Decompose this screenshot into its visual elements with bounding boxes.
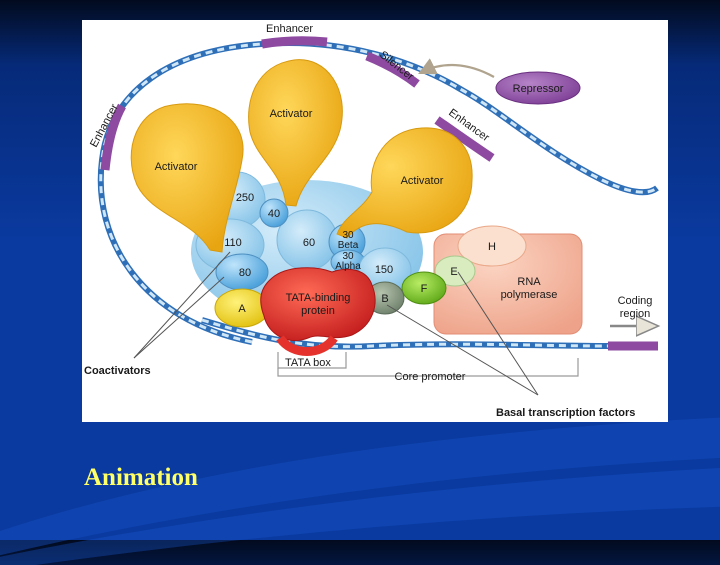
pointer-lines <box>133 251 539 396</box>
taf-30-beta-number: 30 <box>342 230 354 241</box>
coding-region-label-line1: Coding <box>618 295 653 307</box>
basal-factors-label: Basal transcription factors <box>496 407 635 419</box>
taf-150-label: 150 <box>375 264 393 276</box>
factor-h-label: H <box>488 241 496 253</box>
factor-b-label: B <box>381 293 388 305</box>
tata-box-label: TATA box <box>285 357 331 369</box>
rna-polymerase-label-line2: polymerase <box>501 289 558 301</box>
tbp-label-line2: protein <box>301 305 335 317</box>
taf-110-label: 110 <box>224 237 242 249</box>
taf-40-label: 40 <box>268 208 280 220</box>
activator-left <box>130 103 244 253</box>
taf-250-label: 250 <box>236 192 254 204</box>
activator-left-label: Activator <box>155 161 198 173</box>
coactivators-label: Coactivators <box>84 365 151 377</box>
taf-beta-label: Beta <box>338 240 359 251</box>
enhancer-top-label: Enhancer <box>266 23 313 35</box>
repressor-arrow <box>418 58 495 78</box>
activator-middle-label: Activator <box>270 108 313 120</box>
rna-polymerase-label-line1: RNA <box>517 276 541 288</box>
enhancer-top-segment <box>261 36 328 49</box>
activator-middle <box>248 59 343 207</box>
factor-e <box>434 255 476 287</box>
animation-caption[interactable]: Animation <box>84 464 198 491</box>
factor-a-label: A <box>238 303 246 315</box>
core-promoter-label: Core promoter <box>395 371 466 383</box>
tata-box-bracket <box>277 352 347 369</box>
tata-box-dna <box>276 335 338 356</box>
activator-right-label: Activator <box>401 175 444 187</box>
tata-binding-protein <box>260 267 376 341</box>
silencer-segment <box>365 51 420 88</box>
enhancer-left-segment <box>100 103 126 171</box>
taf-alpha-label: Alpha <box>335 261 361 272</box>
taf-60-label: 60 <box>303 237 315 249</box>
core-promoter-bracket <box>277 358 579 377</box>
taf-30-alpha-number: 30 <box>342 251 354 262</box>
tbp-label-line1: TATA-binding <box>286 292 351 304</box>
enhancer-right-segment <box>434 116 495 162</box>
factor-f-label: F <box>421 283 428 295</box>
factor-h <box>457 225 527 267</box>
transcription-diagram: Enhancer Enhancer Silencer Enhancer Repr… <box>82 20 668 422</box>
coding-region-label-line2: region <box>620 308 651 320</box>
factor-f <box>401 271 447 305</box>
factor-e-label: E <box>450 266 457 278</box>
repressor <box>495 71 581 105</box>
taf-80-label: 80 <box>239 267 251 279</box>
activator-right <box>336 127 473 239</box>
repressor-label: Repressor <box>513 83 564 95</box>
